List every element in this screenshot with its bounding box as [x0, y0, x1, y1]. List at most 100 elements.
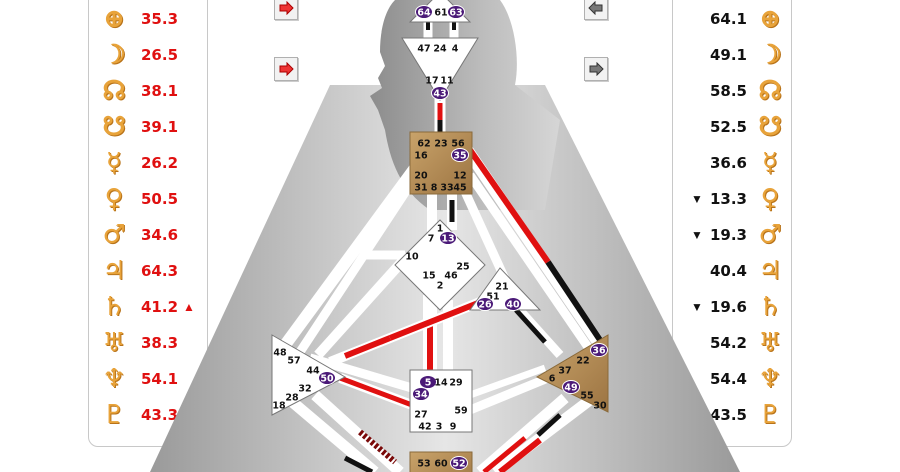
planet-row-uranus[interactable]: ♅ 38.3 [99, 325, 197, 361]
mars-icon: ♂ [102, 220, 126, 250]
planet-row-saturn[interactable]: ♄41.2▲ [99, 289, 197, 325]
gate-line-value: 54.1 [141, 370, 179, 388]
gate-52-label: 52 [452, 459, 465, 470]
gate-37-label: 37 [558, 366, 571, 377]
gate-22-label: 22 [576, 356, 589, 367]
gate-line-value: 39.1 [141, 118, 179, 136]
planet-row-jupiter[interactable]: ♃ 64.3 [99, 253, 197, 289]
exalted-triangle-icon: ▲ [183, 408, 195, 422]
planet-row-mars[interactable]: ▼19.3♂ [691, 217, 785, 253]
jupiter-icon: ♃ [102, 256, 126, 286]
gate-21-label: 21 [495, 282, 508, 293]
planet-row-venus[interactable]: ▼13.3♀ [691, 181, 785, 217]
grey-arrow-icon [589, 62, 604, 76]
gate-line-value: 64.1 [709, 10, 747, 28]
design-step-back-button[interactable] [274, 0, 298, 20]
gate-13-label: 13 [441, 234, 454, 245]
gate-44-label: 44 [306, 366, 320, 377]
planet-row-moon[interactable]: 49.1☽ [691, 37, 785, 73]
gate-52-activation-badge [450, 456, 468, 470]
gate-line-value: 58.5 [709, 82, 747, 100]
planet-row-earth[interactable]: 64.1⊕ [691, 1, 785, 37]
jupiter-icon: ♃ [758, 256, 782, 286]
uranus-icon: ♅ [102, 328, 126, 358]
planet-row-jupiter[interactable]: 40.4♃ [691, 253, 785, 289]
earth-icon: ⊕ [103, 4, 125, 34]
planet-row-neptune[interactable]: 54.4♆ [691, 361, 785, 397]
gate-55-label: 55 [580, 391, 593, 402]
venus-icon: ♀ [760, 184, 780, 214]
gate-line-value: 54.2 [709, 334, 747, 352]
gate-26-activation-badge [476, 297, 494, 311]
gate-25-label: 25 [456, 262, 469, 273]
planet-row-north-node[interactable]: ☊ 38.1 [99, 73, 197, 109]
pluto-icon: ♇ [102, 400, 126, 430]
design-step-forward-button[interactable] [274, 57, 298, 81]
ego-center [469, 267, 542, 311]
personality-step-forward-button[interactable] [584, 57, 608, 81]
gate-line-value: 34.6 [141, 226, 179, 244]
planet-row-south-node[interactable]: ☋39.1 [99, 109, 197, 145]
planet-row-mercury[interactable]: 36.6☿ [691, 145, 785, 181]
red-arrow-icon [279, 62, 294, 76]
gate-34-activation-badge [412, 387, 430, 401]
saturn-icon: ♄ [102, 292, 126, 322]
planet-row-earth[interactable]: ⊕35.3 [99, 1, 197, 37]
channel-35-36-personality [545, 260, 603, 342]
gate-line-value: 26.5 [141, 46, 179, 64]
sacral-center [409, 369, 473, 433]
planet-row-mercury[interactable]: ☿26.2 [99, 145, 197, 181]
personality-step-back-button[interactable] [584, 0, 608, 20]
gate-62-label: 62 [417, 139, 430, 150]
gate-47-label: 47 [417, 44, 430, 55]
gate-line-value: 38.1 [141, 82, 179, 100]
gate-28-label: 28 [285, 393, 299, 404]
planet-row-neptune[interactable]: ♆54.1 [99, 361, 197, 397]
gate-64-activation-badge [415, 5, 433, 19]
gate-36-activation-badge [590, 343, 608, 357]
gate-33-label: 33 [440, 183, 453, 194]
mercury-icon: ☿ [762, 148, 778, 178]
mars-icon: ♂ [758, 220, 782, 250]
gate-line-value: 38.3 [141, 334, 179, 352]
gate-50-activation-badge [318, 371, 336, 385]
gate-13-activation-badge [439, 231, 457, 245]
gate-4-label: 4 [452, 44, 459, 55]
gate-line-value: 64.3 [141, 262, 179, 280]
planet-row-uranus[interactable]: 54.2♅ [691, 325, 785, 361]
planet-row-pluto[interactable]: ♇43.3▲ [99, 397, 197, 433]
gate-line-value: 41.2 [141, 298, 179, 316]
gate-2-label: 2 [437, 281, 444, 292]
north-node-icon: ☊ [102, 76, 126, 106]
gate-29-label: 29 [449, 378, 462, 389]
planet-row-south-node[interactable]: 52.5☋ [691, 109, 785, 145]
spleen-center [271, 334, 347, 416]
gate-42-label: 42 [418, 422, 431, 433]
gate-56-label: 56 [451, 139, 465, 150]
gate-64-label: 64 [417, 8, 431, 19]
gate-7-label: 7 [428, 234, 435, 245]
solar-plexus-center [535, 334, 609, 413]
gate-31-label: 31 [414, 183, 427, 194]
channel-35-36-design [467, 148, 551, 264]
planet-row-north-node[interactable]: 58.5 ☊ [691, 73, 785, 109]
gate-59-label: 59 [454, 406, 467, 417]
planet-row-pluto[interactable]: 43.5♇ [691, 397, 785, 433]
red-arrow-icon [279, 1, 294, 15]
planet-row-saturn[interactable]: ▼19.6♄ [691, 289, 785, 325]
gate-36-label: 36 [592, 346, 606, 357]
gate-line-value: 52.5 [709, 118, 747, 136]
gate-24-label: 24 [433, 44, 447, 55]
gate-3-label: 3 [436, 422, 443, 433]
personality-planets-panel: 64.1⊕49.1☽ 58.5 ☊52.5☋36.6☿▼13.3♀▼19.3♂40.… [672, 0, 792, 447]
planet-row-moon[interactable]: ☽26.5 [99, 37, 197, 73]
gate-11-label: 11 [440, 76, 453, 87]
planet-row-mars[interactable]: ♂ 34.6 [99, 217, 197, 253]
gate-8-label: 8 [431, 183, 438, 194]
planet-row-venus[interactable]: ♀50.5 [99, 181, 197, 217]
pluto-icon: ♇ [758, 400, 782, 430]
north-node-icon: ☊ [758, 76, 782, 106]
ajna-center [401, 37, 479, 101]
gate-63-label: 63 [449, 8, 462, 19]
